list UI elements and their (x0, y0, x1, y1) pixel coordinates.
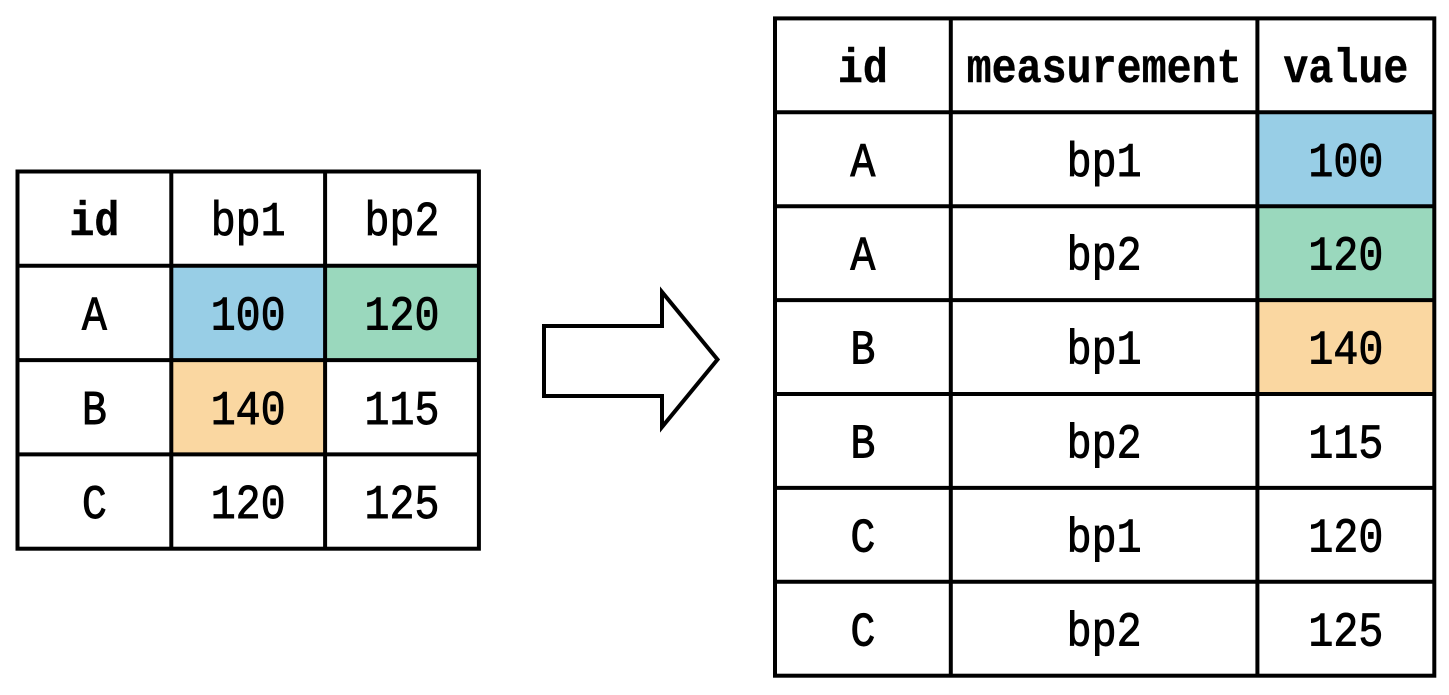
svg-text:120: 120 (365, 290, 440, 344)
svg-text:140: 140 (211, 385, 286, 439)
svg-text:C: C (82, 479, 107, 533)
svg-text:bp2: bp2 (1067, 418, 1142, 472)
svg-text:C: C (850, 606, 875, 660)
svg-text:140: 140 (1308, 325, 1383, 379)
svg-text:A: A (850, 137, 875, 191)
svg-text:bp1: bp1 (1067, 325, 1142, 379)
svg-text:bp1: bp1 (1067, 512, 1142, 566)
svg-text:120: 120 (211, 479, 286, 533)
svg-text:bp1: bp1 (1067, 137, 1142, 191)
svg-text:125: 125 (365, 479, 440, 533)
svg-text:C: C (850, 512, 875, 566)
svg-text:120: 120 (1308, 231, 1383, 285)
svg-text:B: B (850, 325, 875, 379)
svg-text:100: 100 (1308, 137, 1383, 191)
svg-text:measurement: measurement (967, 43, 1242, 97)
svg-text:A: A (82, 290, 107, 344)
svg-text:115: 115 (365, 385, 440, 439)
svg-text:A: A (850, 231, 875, 285)
svg-text:value: value (1283, 43, 1408, 97)
svg-text:bp2: bp2 (365, 196, 440, 250)
svg-text:100: 100 (211, 290, 286, 344)
svg-text:115: 115 (1308, 418, 1383, 472)
svg-text:id: id (69, 196, 119, 250)
svg-text:120: 120 (1308, 512, 1383, 566)
svg-text:id: id (838, 43, 888, 97)
svg-text:bp1: bp1 (211, 196, 286, 250)
svg-text:125: 125 (1308, 606, 1383, 660)
svg-text:bp2: bp2 (1067, 606, 1142, 660)
svg-text:B: B (82, 385, 107, 439)
svg-text:bp2: bp2 (1067, 231, 1142, 285)
svg-text:B: B (850, 418, 875, 472)
